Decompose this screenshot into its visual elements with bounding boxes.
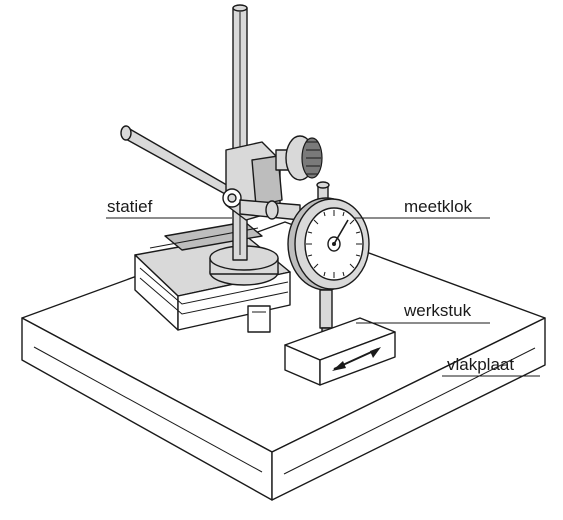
label-statief: statief (107, 197, 153, 216)
workpiece (284, 317, 396, 386)
cross-arm-rod (123, 127, 237, 201)
adjust-knob (275, 135, 323, 181)
label-meetklok: meetklok (404, 197, 473, 216)
dial-gauge (287, 181, 370, 348)
leader-lines (106, 217, 540, 377)
gauge-needle (333, 219, 349, 245)
gauge-stem (319, 289, 333, 329)
surface-plate-front-right (271, 317, 546, 501)
cross-arm (120, 125, 237, 201)
cross-arm-end (120, 125, 132, 141)
clamp (222, 141, 283, 221)
gauge-ticks (306, 210, 362, 278)
label-werkstuk: werkstuk (403, 301, 472, 320)
stand-column-top (232, 4, 248, 12)
label-vlakplaat: vlakplaat (447, 355, 514, 374)
clamp-side (251, 155, 283, 207)
movement-arrow (332, 347, 381, 371)
v-block-foot (247, 305, 271, 333)
surface-plate-top (21, 221, 546, 453)
